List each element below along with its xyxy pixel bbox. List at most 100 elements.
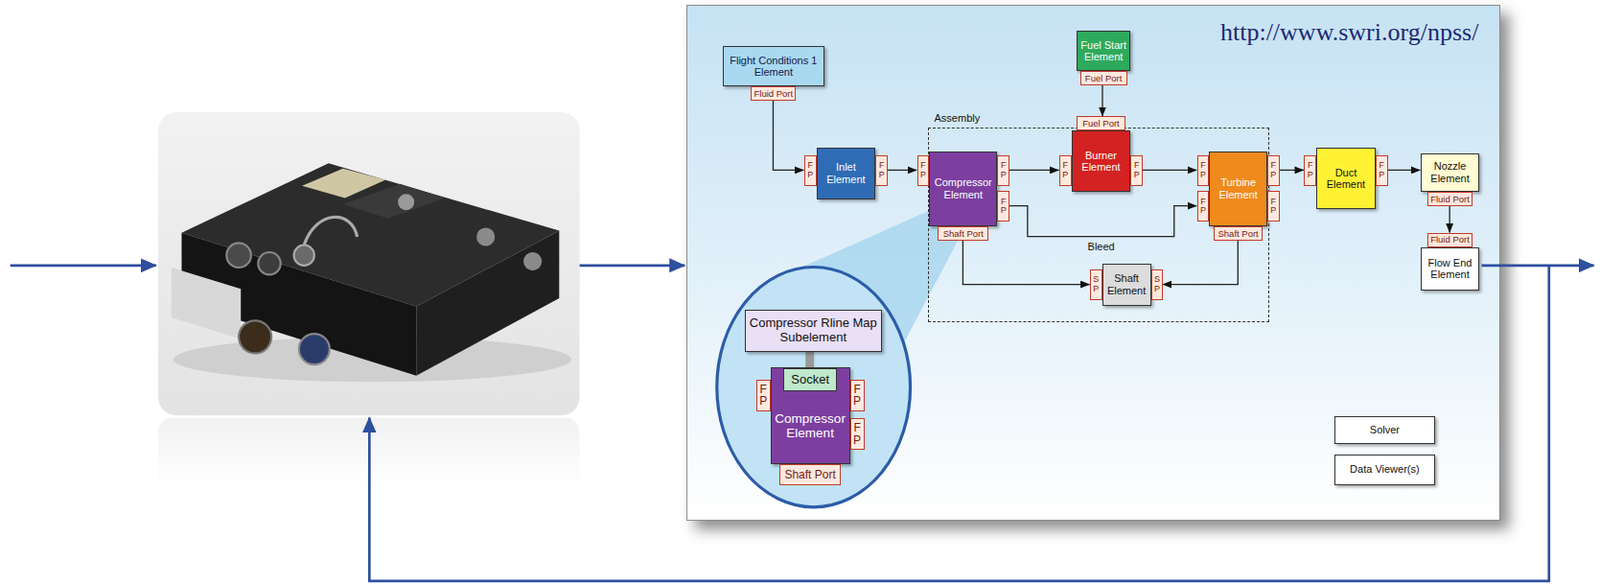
port-box: F P [1059,155,1072,186]
port-box: S P [1089,269,1103,301]
device-right-face [416,231,559,376]
port-label: F P [852,383,863,408]
panel-reflection [158,417,580,489]
port-label: F P [852,421,863,446]
socket-link [806,351,815,369]
flow-connector [1142,169,1197,171]
port-box: F P [1267,155,1280,186]
port-label: S P [1091,275,1101,294]
element-box: Burner ElementFuel PortF PF P [1071,130,1132,192]
element-label: Duct Element [1320,166,1372,191]
tool-box: Data Viewer(s) [1334,454,1435,486]
element-box: Flight Conditions 1 ElementFluid Port [722,46,825,88]
port-box: Shaft Port [779,463,841,485]
cable-loop [303,216,357,245]
port-box: F P [756,379,771,412]
connector [476,227,495,246]
flow-connector [1009,206,1198,237]
flow-connector [773,100,805,170]
flow-connector [1009,169,1060,171]
assembly-group: AssemblyCompressor ElementF PF PF PShaft… [927,127,1271,323]
port-box: F P [997,190,1010,222]
element-label: Shaft Element [1106,272,1148,297]
element-label: Compressor Rline Map Subelement [748,316,879,346]
connector [238,320,272,353]
port-box: S P [1151,269,1164,301]
port-label: S P [1153,275,1162,294]
element-box: Compressor ElementSocketF PF PF PShaft P… [770,367,851,464]
port-label: F P [998,197,1008,216]
element-box: Shaft ElementS PS P [1102,263,1152,307]
command-arrow [579,263,686,267]
port-box: Shaft Port [937,226,989,241]
input-arrow [10,263,157,267]
port-label: F P [1377,161,1387,180]
port-box: Fluid Port [750,86,796,101]
port-label: Fluid Port [1429,194,1471,205]
port-box: F P [1267,190,1280,222]
element-label: Data Viewer(s) [1338,463,1431,476]
element-label: Flight Conditions 1 Element [726,54,821,79]
port-label: F P [1061,161,1070,180]
element-label: Nozzle Element [1424,160,1477,185]
port-label: F P [998,161,1008,180]
element-box: Nozzle ElementFluid Port [1420,153,1481,192]
element-box: Flow End ElementFluid Port [1420,247,1481,292]
port-box: F P [997,155,1010,186]
port-label: Fluid Port [1429,234,1471,245]
port-label: F P [1199,161,1208,180]
connector [257,252,280,275]
group-label: Assembly [934,112,981,124]
connector [397,193,415,210]
element-box: Inlet ElementF PF P [816,147,877,199]
callout-circle [717,267,911,508]
port-box: F P [917,155,930,186]
port-label: F P [1132,161,1141,180]
port-label: F P [1269,197,1278,216]
device-plate [343,184,445,219]
connector [299,333,330,365]
port-label: F P [1305,161,1315,180]
group-label: http://www.swri.org/npss/ [1220,18,1479,47]
element-box: Turbine ElementF PF PF PF PShaft Port [1208,151,1268,228]
element-label: Turbine Element [1212,176,1264,201]
port-box: F P [1197,190,1210,222]
connector [523,252,542,271]
port-box: F P [850,417,865,450]
ecu-panel [158,112,580,416]
port-label: Shaft Port [939,229,987,239]
tool-box: Solver [1334,416,1435,444]
port-box: F P [1197,155,1210,186]
flow-connector [1102,85,1104,116]
port-label: F P [919,161,928,180]
port-label: Shaft Port [1215,229,1261,239]
port-box: F P [1375,155,1389,186]
port-label: F P [758,383,769,408]
silver-block [171,267,241,340]
flow-connector [963,240,1090,285]
element-label: Fuel Start Element [1080,39,1127,64]
flow-connector [887,169,918,171]
port-label: F P [1269,161,1278,180]
element-box: Fuel Start ElementFuel Port [1076,30,1131,72]
connector [226,242,252,268]
port-box: F P [875,155,888,186]
element-label: Burner Element [1075,149,1128,174]
port-box: F P [1130,155,1143,186]
port-box: Fluid Port [1427,232,1473,248]
flow-connector [1388,169,1421,171]
subelement-box: Compressor Rline Map Subelement [744,309,882,353]
port-box: F P [850,379,865,412]
port-label: Shaft Port [781,468,839,482]
socket-box: Socket [783,368,836,391]
edge-label: Bleed [1088,240,1115,253]
port-box: F P [804,155,817,186]
element-box: Compressor ElementF PF PF PShaft Port [928,151,998,228]
port-label: F P [877,161,886,180]
port-label: Fuel Port [1078,118,1124,129]
port-label: F P [806,161,815,180]
port-box: Shaft Port [1213,226,1263,241]
port-label: F P [1199,197,1208,216]
port-label: Socket [785,372,835,387]
